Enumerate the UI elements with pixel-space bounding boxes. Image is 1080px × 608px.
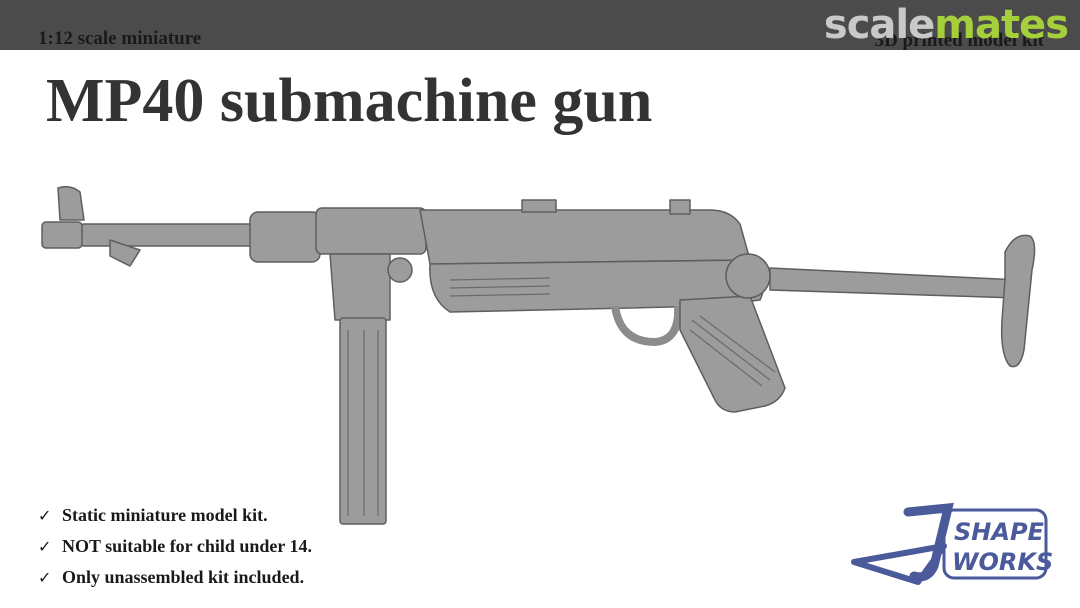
check-icon: ✓: [38, 537, 52, 556]
feature-item: ✓ Only unassembled kit included.: [38, 562, 312, 593]
feature-text: Only unassembled kit included.: [62, 567, 305, 587]
feature-text: NOT suitable for child under 14.: [62, 536, 313, 556]
check-icon: ✓: [38, 506, 52, 525]
scale-label: 1:12 scale miniature: [38, 28, 202, 49]
product-title: MP40 submachine gun: [46, 67, 653, 135]
mp40-render: [41, 185, 1036, 525]
shape-works-logo: SHAPE WORKS: [851, 502, 1053, 585]
check-icon: ✓: [38, 568, 52, 587]
feature-item: ✓ Static miniature model kit.: [38, 500, 312, 531]
watermark-part-1: scale: [823, 2, 935, 48]
logo-word-1: SHAPE: [954, 518, 1045, 546]
feature-list: ✓ Static miniature model kit. ✓ NOT suitab…: [38, 500, 312, 593]
feature-text: Static miniature model kit.: [62, 505, 268, 525]
watermark-part-2: mates: [934, 2, 1069, 48]
kit-type-label: 3D printed model kit: [874, 30, 1044, 51]
scalemates-watermark: scalemates: [823, 2, 1069, 48]
feature-item: ✓ NOT suitable for child under 14.: [38, 531, 312, 562]
logo-word-2: WORKS: [952, 548, 1053, 576]
header-bar: [0, 0, 1080, 50]
